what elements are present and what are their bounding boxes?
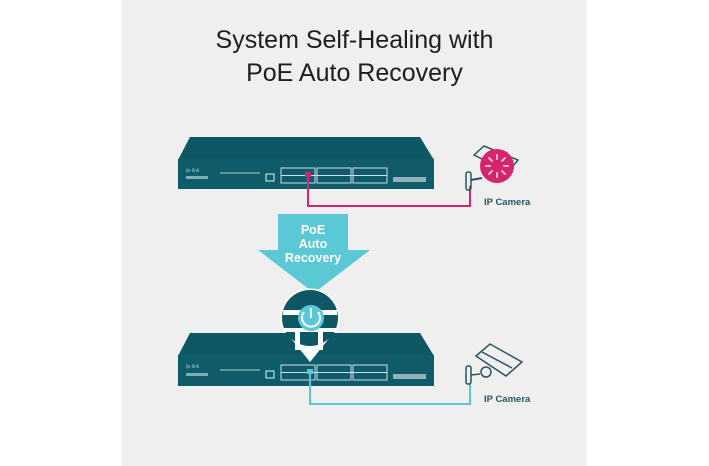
arrow-label-line-3: Recovery xyxy=(284,251,342,265)
switch-top: tp-link xyxy=(178,137,434,189)
recovery-arrow xyxy=(258,214,370,293)
power-restart-magnifier xyxy=(280,288,341,362)
camera-bottom-label: IP Camera xyxy=(484,394,531,405)
fault-port xyxy=(305,172,311,177)
switch-bottom: tp-link xyxy=(178,333,434,386)
page-title: System Self-Healing with PoE Auto Recove… xyxy=(122,24,587,90)
background-panel xyxy=(122,0,587,466)
svg-text:tp-link: tp-link xyxy=(186,364,200,370)
camera-icon-ok xyxy=(465,343,524,385)
camera-top-label: IP Camera xyxy=(484,197,531,208)
arrow-label-line-1: PoE xyxy=(300,223,326,237)
title-line-2: PoE Auto Recovery xyxy=(246,59,463,87)
title-line-1: System Self-Healing with xyxy=(215,26,494,54)
camera-icon-fault xyxy=(465,145,520,191)
recovered-cable xyxy=(309,372,471,405)
svg-text:tp-link: tp-link xyxy=(186,168,200,174)
arrow-label: PoE Auto Recovery xyxy=(270,223,356,265)
arrow-label-line-2: Auto xyxy=(298,237,328,251)
fault-cable xyxy=(307,175,471,207)
